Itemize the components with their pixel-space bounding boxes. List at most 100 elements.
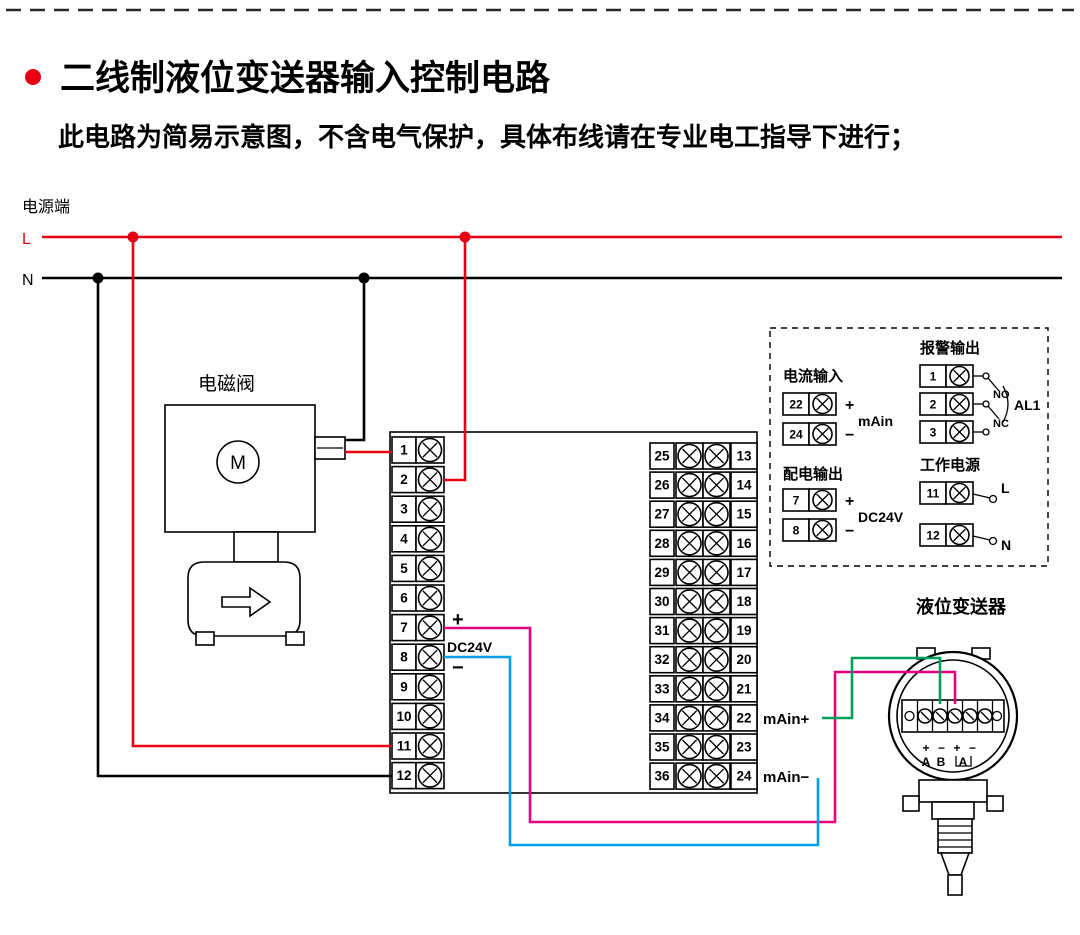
- valve-foot: [195, 631, 215, 646]
- terminal-number: 9: [400, 679, 408, 694]
- terminal-number: 35: [654, 740, 670, 755]
- screw-slot: [681, 593, 698, 610]
- screw-slot: [708, 506, 725, 522]
- screw-slot: [422, 738, 438, 754]
- terminal-number-box: [649, 587, 675, 616]
- terminal-number: 7: [400, 620, 408, 635]
- terminal-number-box: [391, 702, 417, 731]
- flange-bolt: [902, 795, 920, 812]
- screw-slot: [681, 535, 698, 551]
- terminal-number: 8: [400, 650, 408, 665]
- terminal-number: 10: [396, 709, 411, 724]
- terminal-number: 2: [400, 472, 408, 487]
- terminal-number: 25: [654, 449, 670, 464]
- solenoid-valve: 电磁阀 M: [164, 373, 346, 646]
- wire-l-to-terminal11: [131, 237, 392, 748]
- terminal-point: [988, 536, 998, 546]
- terminal-number: 7: [793, 494, 800, 508]
- terminal-number-box: [730, 471, 758, 499]
- probe-taper: [939, 852, 971, 876]
- dc24v-minus-sign: −: [452, 657, 464, 679]
- line-n-label: N: [22, 272, 34, 289]
- screw-slot: [708, 710, 725, 726]
- terminal-number-box: [649, 500, 675, 529]
- terminal-number-box: [391, 554, 417, 583]
- terminal-number-box: [649, 529, 675, 558]
- screw-slot: [950, 711, 960, 721]
- motor-m-label: M: [230, 453, 246, 474]
- terminal-number: 1: [400, 443, 408, 458]
- terminal-number-box: [391, 732, 417, 760]
- power-wires: [96, 237, 467, 778]
- screw-slot: [422, 590, 438, 606]
- terminal-number-box: [730, 733, 758, 761]
- body-section: [931, 801, 975, 820]
- screw-slot: [965, 711, 975, 721]
- work-n-label: N: [1001, 537, 1011, 553]
- flow-arrow-icon: [221, 586, 272, 618]
- terminal-number-box: [730, 645, 758, 674]
- terminal-number-box: [649, 442, 675, 470]
- screw-slot: [422, 560, 438, 576]
- terminal-number: 18: [736, 594, 752, 609]
- screw-slot: [708, 477, 725, 493]
- main-minus-label: mAin−: [763, 769, 810, 786]
- contact-point: [982, 400, 990, 408]
- strip-mount-hole: [991, 710, 1003, 722]
- terminal-number-box: [649, 558, 675, 587]
- screw-slot: [708, 652, 725, 668]
- screw-slot: [953, 486, 966, 500]
- polarity-mark: +: [953, 741, 960, 755]
- transmitter-screws: [917, 708, 993, 724]
- screw-slot: [681, 448, 698, 464]
- current-input-title: 电流输入: [783, 367, 843, 385]
- terminal-number-box: [649, 674, 675, 703]
- terminal-group-label: A: [959, 755, 968, 769]
- al1-label: AL1: [1014, 397, 1041, 413]
- flange: [918, 779, 988, 803]
- switch-arm: [987, 377, 1000, 392]
- screw-slot: [708, 448, 725, 464]
- terminal-number-box: [730, 616, 758, 645]
- main-label: mAin: [858, 413, 893, 429]
- terminal-number-box: [391, 672, 417, 701]
- terminal-group-label: B: [937, 755, 946, 769]
- screw-slot: [708, 768, 725, 784]
- terminal-number: 33: [654, 681, 670, 696]
- screw-slot: [422, 649, 438, 665]
- screw-slot: [708, 535, 725, 551]
- terminal-number-box: [649, 733, 675, 761]
- screw-slot: [422, 708, 438, 724]
- screw-slot: [953, 528, 966, 542]
- screw-slot: [980, 711, 990, 721]
- terminal-number: 30: [654, 594, 669, 609]
- terminal-number: 16: [736, 536, 752, 551]
- screw-slot: [708, 564, 725, 580]
- threaded-section: [937, 818, 973, 854]
- terminal-point: [988, 494, 998, 504]
- screw-slot: [953, 425, 966, 439]
- wire-n-to-solenoid: [345, 278, 366, 442]
- terminal-number: 3: [930, 426, 937, 440]
- plus-sign: +: [845, 493, 854, 510]
- terminal-number-box: [391, 524, 417, 553]
- terminal-number: 1: [930, 370, 937, 384]
- terminal-number: 4: [400, 531, 408, 546]
- terminal-number-box: [730, 500, 758, 529]
- terminal-number: 13: [736, 449, 752, 464]
- group-a-bracket: [955, 756, 972, 767]
- terminal-legend: 电流输入 + − mAin 配电输出 + − DC24V 报警输出 NO NC …: [769, 327, 1049, 567]
- terminal-number-box: [730, 529, 758, 558]
- switch-arm: [987, 405, 1000, 420]
- screw-slot: [422, 501, 438, 517]
- terminal-number-box: [649, 616, 675, 645]
- terminal-number: 24: [789, 428, 803, 442]
- motor-circle: [216, 440, 260, 484]
- screw-slot: [422, 472, 438, 488]
- terminal-number: 29: [654, 565, 669, 580]
- minus-sign: −: [845, 427, 854, 444]
